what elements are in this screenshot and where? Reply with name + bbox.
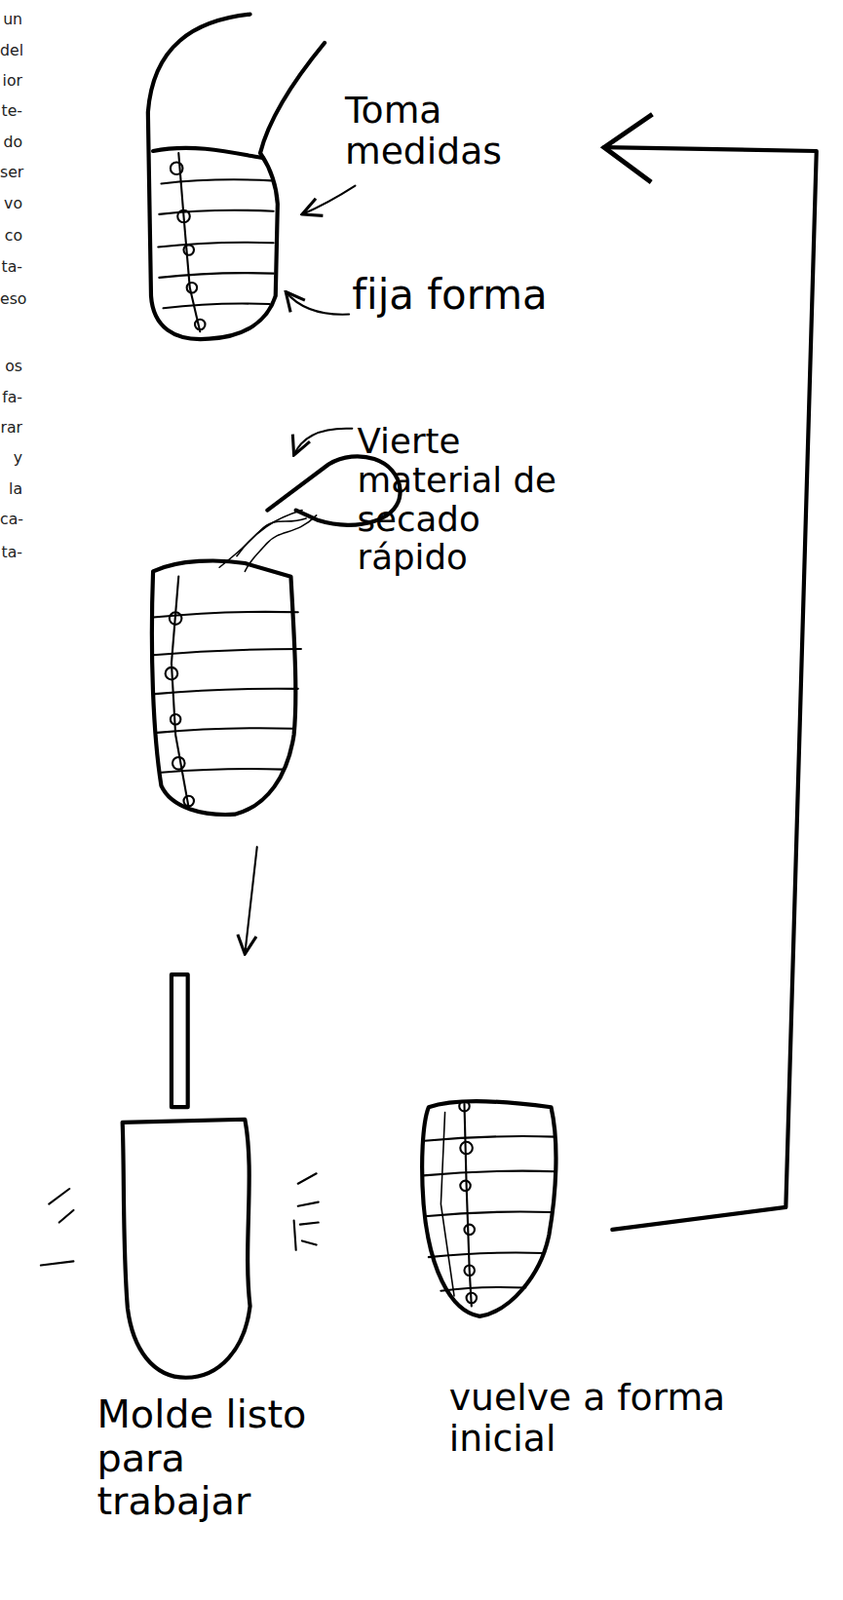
sleeve-joint [194, 319, 205, 330]
handwritten-note: Vierte material de secado rápido [357, 421, 562, 577]
handwritten-note: Toma medidas [344, 89, 539, 172]
liquid-stream [244, 515, 316, 573]
margin-text: co [0, 229, 23, 245]
sleeve-band [428, 1252, 543, 1258]
sleeve-joint [170, 162, 184, 176]
margin-text: te- [0, 104, 23, 120]
handwritten-note: fija forma [351, 272, 617, 319]
margin-text: un [0, 12, 23, 29]
sleeve-band [423, 1171, 556, 1177]
sleeve-band [163, 304, 270, 309]
sleeve-spine [171, 576, 190, 809]
sketch-step: Molde listo para trabajar [91, 954, 275, 1388]
flow-arrow [604, 147, 817, 1230]
sleeve-joint [165, 667, 179, 681]
margin-text: ta- [0, 544, 23, 561]
leader-arrow [285, 291, 349, 314]
leader-arrow [302, 186, 355, 215]
sleeve-joint [459, 1101, 469, 1112]
sleeve-joint [459, 1181, 470, 1191]
sleeve-joint [466, 1293, 477, 1303]
sleeve-band [424, 1212, 552, 1218]
sleeve-outline [421, 1101, 556, 1317]
margin-text: os [0, 359, 23, 376]
margin-text: do [0, 134, 23, 151]
sleeve-joint [183, 796, 193, 806]
handwritten-note: vuelve a forma inicial [449, 1378, 756, 1460]
sketch-step: Vierte material de secado rápido [143, 418, 623, 847]
sleeve-joint [463, 1265, 474, 1276]
margin-text: del [0, 42, 23, 59]
margin-text: ser [0, 165, 23, 182]
vibration-mark [294, 1173, 319, 1251]
sleeve-seam [440, 1111, 455, 1296]
sleeve-band [153, 649, 302, 655]
sleeve-joint [459, 1142, 473, 1155]
liquid-stream [236, 510, 303, 557]
limb-outline [148, 14, 325, 340]
sleeve-band [158, 210, 273, 215]
sleeve-edge [153, 148, 264, 158]
sleeve-joint [172, 757, 186, 770]
sleeve-joint [170, 714, 181, 725]
flow-arrow [244, 846, 257, 955]
mould-handle [171, 974, 189, 1108]
leader-arrow [294, 428, 353, 456]
mould-body [122, 1119, 251, 1379]
margin-text: y [0, 451, 23, 467]
sleeve-band [154, 689, 299, 694]
sleeve-band [157, 242, 273, 248]
sleeve-band [156, 728, 294, 733]
sleeve-joint [463, 1225, 474, 1235]
sleeve-band [160, 179, 271, 184]
margin-text: la [0, 481, 23, 498]
margin-text: rar [0, 420, 23, 436]
sleeve-joint [187, 282, 197, 293]
margin-text: ior [0, 73, 23, 89]
margin-text: ca- [0, 512, 23, 529]
sleeve-band [158, 272, 273, 278]
sleeve-spine [178, 153, 200, 332]
margin-text: eso [0, 291, 23, 307]
vibration-mark [40, 1188, 75, 1266]
sketch-step: vuelve a forma inicial [413, 1092, 613, 1328]
sketch-step: Toma medidasfija forma [132, 4, 605, 352]
margin-text: fa- [0, 389, 23, 406]
sleeve-joint [177, 210, 191, 224]
sleeve-joint [169, 612, 183, 625]
handwritten-note: Molde listo para trabajar [96, 1392, 332, 1524]
margin-text: ta- [0, 259, 23, 275]
sleeve-joint [183, 244, 193, 255]
margin-text: vo [0, 195, 23, 212]
